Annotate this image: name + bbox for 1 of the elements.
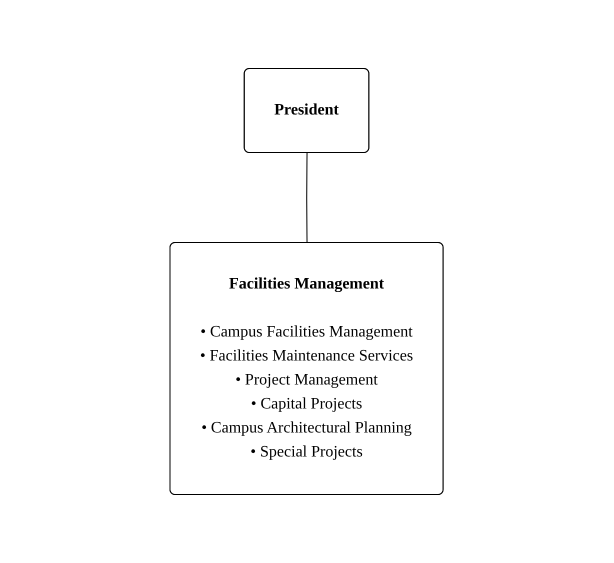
connector xyxy=(306,152,308,244)
